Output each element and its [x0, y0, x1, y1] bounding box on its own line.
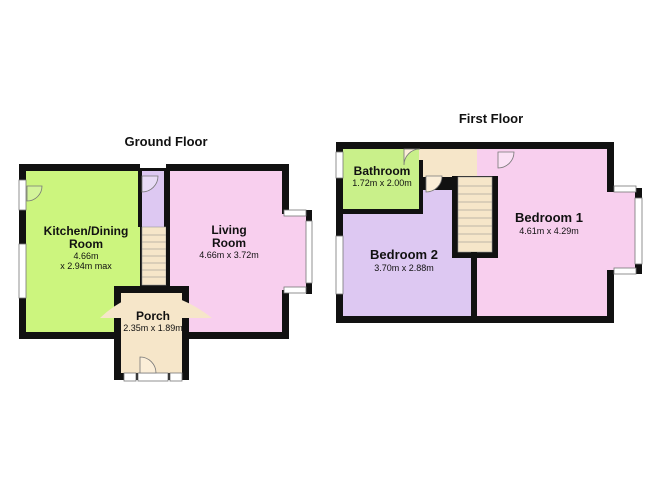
first-floor-title: First Floor: [459, 111, 523, 126]
stairs-ground-treads: [142, 234, 166, 278]
living-window-bottom: [283, 286, 307, 294]
bathroom-door-swing: [403, 148, 421, 166]
bathroom-label: Bathroom: [354, 164, 411, 178]
room-bedroom-2: [343, 214, 471, 316]
ground-wall-notch-edge: [140, 158, 166, 163]
hall-door-swing: [141, 175, 159, 193]
ground-floor-plan: Ground Floor Kitchen/Dining Room 4.66m x…: [18, 134, 313, 382]
porch-window-right: [169, 372, 183, 382]
porch-door-opening: [137, 372, 169, 382]
kitchen-window-side: [18, 243, 27, 299]
bedroom1-window: [634, 197, 643, 265]
bathroom-dim: 1.72m x 2.00m: [352, 178, 412, 188]
bedroom1-door-swing: [497, 151, 515, 169]
room-bathroom: [343, 149, 419, 209]
bedroom1-window-bottom: [613, 267, 637, 275]
porch-window-left: [123, 372, 137, 382]
bedroom2-label: Bedroom 2: [370, 247, 438, 262]
wall-kitchen-hall: [138, 171, 142, 227]
ground-floor-title: Ground Floor: [124, 134, 207, 149]
living-label-line1: Living: [211, 223, 246, 237]
living-bay: [280, 214, 310, 290]
kitchen-dim-line2: x 2.94m max: [60, 261, 112, 271]
living-label-line2: Room: [212, 236, 246, 250]
kitchen-label-line2: Room: [69, 237, 103, 251]
bathroom-window: [335, 151, 344, 179]
living-dim: 4.66m x 3.72m: [199, 250, 259, 260]
bedroom2-door-swing: [425, 175, 443, 193]
room-bedroom-1-top: [498, 149, 607, 179]
bedroom1-bay: [605, 192, 637, 270]
wall-hall-living: [166, 171, 170, 285]
living-window: [305, 220, 313, 284]
bedroom2-window: [335, 235, 344, 295]
stairs-first-treads: [458, 185, 492, 243]
living-window-top: [283, 209, 307, 217]
bedroom1-label: Bedroom 1: [515, 210, 583, 225]
bedroom1-dim: 4.61m x 4.29m: [519, 226, 579, 236]
wall-bed2-bed1: [471, 252, 477, 316]
room-bedroom-2-top: [422, 190, 452, 216]
first-floor-plan: First Floor Bathroom 1.72m x 2.00m Bedro…: [335, 111, 643, 323]
porch-label: Porch: [136, 309, 170, 323]
bedroom1-window-top: [613, 185, 637, 193]
kitchen-window-top: [18, 179, 27, 211]
kitchen-label-line1: Kitchen/Dining: [44, 224, 129, 238]
wall-bath-landing: [419, 160, 423, 214]
wall-bath-bed2: [343, 209, 423, 214]
bedroom2-dim: 3.70m x 2.88m: [374, 263, 434, 273]
porch-door-swing: [139, 356, 157, 374]
porch-arch: [100, 294, 212, 318]
kitchen-dim-line1: 4.66m: [73, 251, 98, 261]
kitchen-door-swing: [26, 185, 43, 202]
stairs-first: [457, 176, 493, 253]
porch-dim: 2.35m x 1.89m: [123, 323, 183, 333]
